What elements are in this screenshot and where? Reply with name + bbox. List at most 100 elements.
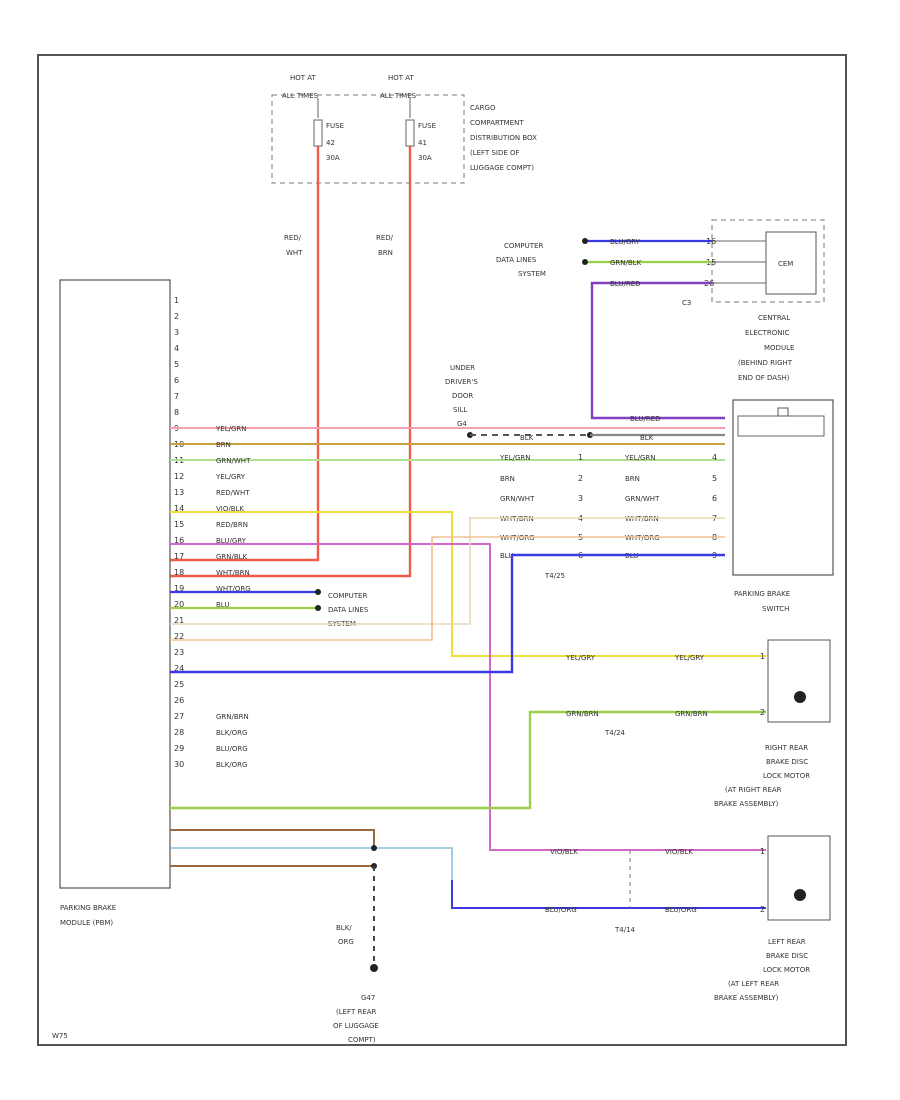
door-label-5: G4 [457, 420, 467, 428]
cem-connector: C3 [682, 299, 691, 307]
pbm-wire-label-pin-20: BLU [216, 601, 229, 609]
door-wire-blk: BLK [520, 434, 534, 442]
cem-label-1: CENTRAL [758, 314, 790, 322]
pbm-wire-label-pin-27: GRN/BRN [216, 713, 249, 721]
distribution-box-label-5: LUGGAGE COMPT) [470, 164, 534, 172]
fuse-41-label: FUSE [418, 122, 436, 130]
right-motor-label-3: LOCK MOTOR [763, 772, 810, 780]
hot-label-1-line2: ALL TIMES [282, 92, 319, 100]
pbm-wire-label-pin-11: GRN/WHT [216, 457, 251, 465]
pbm-wire-routes [170, 511, 766, 972]
switch-row-rpin-1: 4 [712, 453, 717, 462]
left-motor-label-1: LEFT REAR [768, 938, 806, 946]
cem-label-5: END OF DASH) [738, 374, 790, 382]
pbm-pin-7: 7 [174, 392, 179, 401]
distribution-box-label-3: DISTRIBUTION BOX [470, 134, 537, 142]
pbm-pin-25: 25 [174, 680, 184, 689]
switch-row-right-label-4: WHT/BRN [625, 515, 659, 523]
pbm-data-lines: COMPUTER DATA LINES SYSTEM [170, 589, 369, 628]
door-label-1: UNDER [450, 364, 475, 372]
switch-top-wire-blu-red: BLU/RED [630, 415, 661, 423]
right-motor-label-5: BRAKE ASSEMBLY) [714, 800, 779, 808]
wire-red-brn [170, 146, 412, 578]
fuse-42-number: 42 [326, 139, 335, 147]
left-motor-label-4: (AT LEFT REAR [728, 980, 779, 988]
pbm-pin-2: 2 [174, 312, 179, 321]
pbm-wire-label-pin-14: VIO/BLK [216, 505, 244, 513]
cem-wire-blu-red: BLU/RED [610, 280, 641, 288]
door-sill-ground: UNDER DRIVER'S DOOR SILL G4 BLK BLK BLU/… [445, 364, 725, 442]
cem-label-3: MODULE [764, 344, 794, 352]
right-rear-lock-motor: 1 2 YEL/GRY YEL/GRY GRN/BRN GRN/BRN T4/2… [565, 639, 831, 808]
ground-label-3: OF LUGGAGE [333, 1022, 379, 1030]
pbm-wire-label-pin-9: YEL/GRN [215, 425, 246, 433]
switch-row-left-label-6: BLU [500, 552, 513, 560]
left-motor-connector: T4/14 [614, 926, 636, 934]
switch-row-right-label-3: GRN/WHT [625, 495, 660, 503]
pbm-wire-label-pin-12: YEL/GRY [215, 473, 246, 481]
left-motor-wire-right-top: VIO/BLK [665, 848, 693, 856]
right-motor-wire-right-bot: GRN/BRN [675, 710, 708, 718]
ground-label-1: G47 [361, 994, 375, 1002]
pbm-wire-label-pin-18: WHT/BRN [216, 569, 250, 577]
pbm-pin-22: 22 [174, 632, 184, 641]
pbm-pin-6: 6 [174, 376, 179, 385]
pbm-pin-23: 23 [174, 648, 184, 657]
switch-row-left-label-1: YEL/GRN [499, 454, 530, 462]
switch-connector-label: T4/25 [544, 572, 565, 580]
left-motor-wire-left-top: VIO/BLK [550, 848, 578, 856]
switch-row-pin-2: 2 [578, 474, 583, 483]
motor-icon-2 [794, 889, 806, 901]
right-motor-pin-1: 1 [760, 652, 765, 661]
fuse-41-amps: 30A [418, 154, 432, 162]
pbm-pin-27: 27 [174, 712, 184, 721]
cem-label-2: ELECTRONIC [745, 329, 790, 337]
pbm-pin-19: 19 [174, 584, 184, 593]
switch-label-1: PARKING BRAKE [734, 590, 790, 598]
right-motor-connector: T4/24 [604, 729, 626, 737]
cem-name: CEM [778, 260, 793, 268]
switch-contact-icon [777, 407, 789, 417]
switch-label-2: SWITCH [762, 605, 789, 613]
pbm-wire-label-pin-28: BLK/ORG [216, 729, 247, 737]
hot-label-2-line1: HOT AT [388, 74, 415, 82]
ground-g47: BLK/ ORG G47 (LEFT REAR OF LUGGAGE COMPT… [333, 924, 379, 1044]
ground-wire-label-1: BLK/ [336, 924, 352, 932]
pbm-pin-3: 3 [174, 328, 179, 337]
pbm-pin-16: 16 [174, 536, 184, 545]
left-motor-pin-1: 1 [760, 847, 765, 856]
motor-icon [794, 691, 806, 703]
pbm-wire-label-pin-13: RED/WHT [216, 489, 250, 497]
switch-row-left-label-3: GRN/WHT [500, 495, 535, 503]
pbm-pin-5: 5 [174, 360, 179, 369]
right-motor-pin-2: 2 [760, 708, 765, 717]
distribution-box-label-1: CARGO [470, 104, 496, 112]
left-motor-label-2: BRAKE DISC [766, 952, 808, 960]
right-motor-label-2: BRAKE DISC [766, 758, 808, 766]
wire-red-brn-label-1: RED/ [376, 234, 394, 242]
pbm-pin-17: 17 [174, 552, 184, 561]
hot-label-2-line2: ALL TIMES [380, 92, 417, 100]
pbm-pin-21: 21 [174, 616, 184, 625]
right-motor-label-1: RIGHT REAR [765, 744, 808, 752]
left-motor-pin-2: 2 [760, 905, 765, 914]
left-motor-wire-right-bot: BLU/ORG [665, 906, 697, 914]
right-motor-wire-right-top: YEL/GRY [674, 654, 705, 662]
fuse-42-amps: 30A [326, 154, 340, 162]
cem-wire-blu-gry: BLU/GRY [610, 238, 641, 246]
switch-row-left-label-4: WHT/BRN [500, 515, 534, 523]
wire-red-wht [170, 146, 320, 562]
distribution-box-label-2: COMPARTMENT [470, 119, 524, 127]
pbm-pin-12: 12 [174, 472, 184, 481]
switch-row-left-label-2: BRN [500, 475, 515, 483]
wire-red-wht-label-2: WHT [286, 249, 303, 257]
pbm-wire-label-pin-30: BLK/ORG [216, 761, 247, 769]
cem-label-4: (BEHIND RIGHT [738, 359, 793, 367]
pbm-pin-28: 28 [174, 728, 184, 737]
switch-row-right-label-2: BRN [625, 475, 640, 483]
pbm-cdl-label-2: DATA LINES [328, 606, 369, 614]
pbm-pin-15: 15 [174, 520, 184, 529]
cem-wire-grn-blk: GRN/BLK [610, 259, 642, 267]
